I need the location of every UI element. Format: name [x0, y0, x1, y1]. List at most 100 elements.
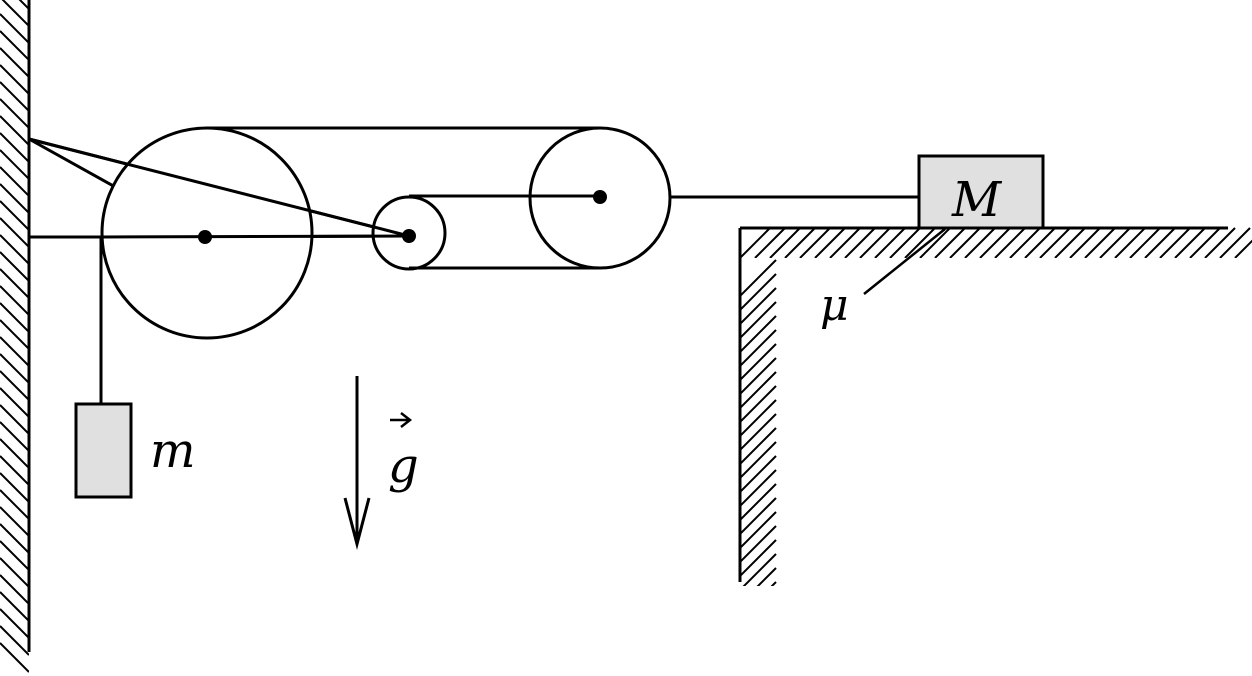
floor-hatch-line	[1159, 227, 1191, 258]
gravity-vector: g	[343, 376, 419, 550]
post-hatch-line	[740, 259, 777, 297]
post-hatch-line	[740, 441, 777, 479]
wall-hatch-line	[0, 489, 29, 520]
floor-hatch-line	[994, 227, 1026, 258]
wall-hatch-line	[0, 574, 29, 605]
wall-hatch-line	[0, 132, 29, 163]
wall-hatch-line	[0, 251, 29, 282]
wall-hatch-line	[0, 353, 29, 384]
post-hatching	[740, 259, 777, 586]
floor-hatch-line	[769, 227, 801, 258]
wall-hatch-line	[0, 234, 29, 265]
post-hatch-line	[740, 287, 777, 325]
post-hatch-line	[740, 273, 777, 311]
floor-hatch-line	[784, 227, 816, 258]
floor-hatch-line	[1219, 227, 1251, 258]
wall-hatch-line	[0, 557, 29, 588]
small-pulley-axle	[402, 229, 416, 243]
post-hatch-line	[740, 343, 777, 381]
wall-hatch-line	[0, 421, 29, 452]
wall-hatch-line	[0, 200, 29, 231]
wall-hatch-line	[0, 523, 29, 554]
wall-hatch-line	[0, 13, 29, 44]
post-hatch-line	[740, 385, 777, 423]
floor-hatch-line	[1234, 239, 1252, 258]
floor-hatch-line	[814, 227, 846, 258]
floor-hatch-line	[889, 227, 921, 258]
floor-hatch-line	[740, 227, 771, 258]
floor-hatch-line	[919, 227, 951, 258]
post-hatch-line	[740, 427, 777, 465]
post-hatch-line	[742, 553, 777, 586]
wall-hatch-line	[0, 642, 29, 673]
post-hatch-line	[740, 371, 777, 409]
post-hatch-line	[740, 469, 777, 507]
mass-m-block	[74, 402, 133, 499]
floor-hatching	[740, 227, 1252, 258]
floor-hatch-line	[1084, 227, 1116, 258]
pulleys	[100, 126, 672, 340]
floor-hatch-line	[1189, 227, 1221, 258]
wall-hatch-line	[0, 149, 29, 180]
floor-hatch-line	[874, 227, 906, 258]
wall-hatch-line	[0, 30, 29, 61]
wall-hatch-line	[0, 115, 29, 146]
post-hatch-line	[740, 455, 777, 493]
friction-leader-line	[863, 228, 946, 295]
wall-hatch-line	[1, 0, 29, 27]
gravity-arrow-head	[343, 497, 371, 550]
mass-m-label: m	[150, 423, 196, 479]
left-wall	[0, 0, 31, 673]
axles	[198, 190, 607, 244]
floor-hatch-line	[1144, 227, 1176, 258]
wall-hatch-line	[0, 166, 29, 197]
wall-hatch-line	[0, 285, 29, 316]
post-hatch-line	[740, 483, 777, 521]
floor-hatch-line	[1054, 227, 1086, 258]
ropes-over-pulleys	[28, 126, 600, 270]
strut-across-large-pulley	[28, 137, 410, 238]
wall-hatch-line	[0, 81, 29, 112]
floor-hatch-line	[844, 227, 876, 258]
wall-hatch-line	[0, 591, 29, 622]
floor-hatch-line	[949, 227, 981, 258]
wall-hatch-line	[0, 404, 29, 435]
post-hatch-line	[740, 315, 777, 353]
floor-hatch-line	[1129, 227, 1161, 258]
wall-hatch-line	[0, 625, 29, 656]
floor-hatch-line	[1174, 227, 1206, 258]
gravity-label: g	[388, 438, 419, 494]
wall-hatching	[0, 0, 29, 673]
vector-arrow-icon	[390, 412, 413, 428]
mass-M-block	[917, 154, 1045, 230]
floor-hatch-line	[1039, 227, 1071, 258]
right-pulley-axle	[593, 190, 607, 204]
post-hatch-line	[756, 567, 777, 586]
wall-hatch-line	[0, 98, 29, 129]
wall-hatch-line	[0, 472, 29, 503]
wall-hatch-line	[0, 506, 29, 537]
wall-hatch-line	[0, 336, 29, 367]
post-hatch-line	[740, 511, 777, 549]
wall-hatch-line	[0, 370, 29, 401]
post-hatch-line	[740, 525, 777, 563]
rope-across-large-pulley	[100, 234, 410, 239]
wall-hatch-line	[0, 47, 29, 78]
wall-hatch-line	[0, 183, 29, 214]
wall-hatch-line	[0, 64, 29, 95]
wall-hatch-line	[0, 387, 29, 418]
wall-hatch-line	[0, 540, 29, 571]
post-hatch-line	[740, 497, 777, 535]
post-hatch-line	[740, 399, 777, 437]
wall-hatch-line	[0, 302, 29, 333]
floor-hatch-line	[1204, 227, 1236, 258]
floor-hatch-line	[1024, 227, 1056, 258]
wall-hatch-line	[0, 268, 29, 299]
floor-hatch-line	[829, 227, 861, 258]
large-pulley-axle	[198, 230, 212, 244]
wall-hatch-line	[0, 455, 29, 486]
wall-hatch-line	[0, 438, 29, 469]
post-hatch-line	[770, 581, 777, 586]
floor-hatch-line	[934, 227, 966, 258]
post-hatch-line	[740, 329, 777, 367]
